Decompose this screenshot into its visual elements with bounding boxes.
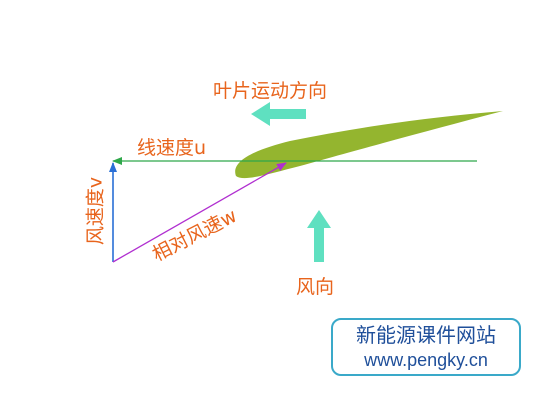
watermark-box: 新能源课件网站 www.pengky.cn: [331, 318, 521, 376]
wind-speed-label: 风速度v: [84, 176, 107, 246]
linear-speed-label: 线速度u: [137, 137, 207, 159]
relative-wind-vector: [112, 162, 287, 263]
blade-airfoil: [235, 111, 503, 179]
wind-direction-label: 风向: [296, 276, 335, 298]
blade-motion-arrow: [251, 102, 306, 126]
wind-direction-arrow: [307, 210, 331, 262]
watermark-url: www.pengky.cn: [364, 350, 488, 370]
blade-motion-direction-label: 叶片运动方向: [213, 80, 328, 102]
watermark-site-name: 新能源课件网站: [356, 323, 496, 347]
